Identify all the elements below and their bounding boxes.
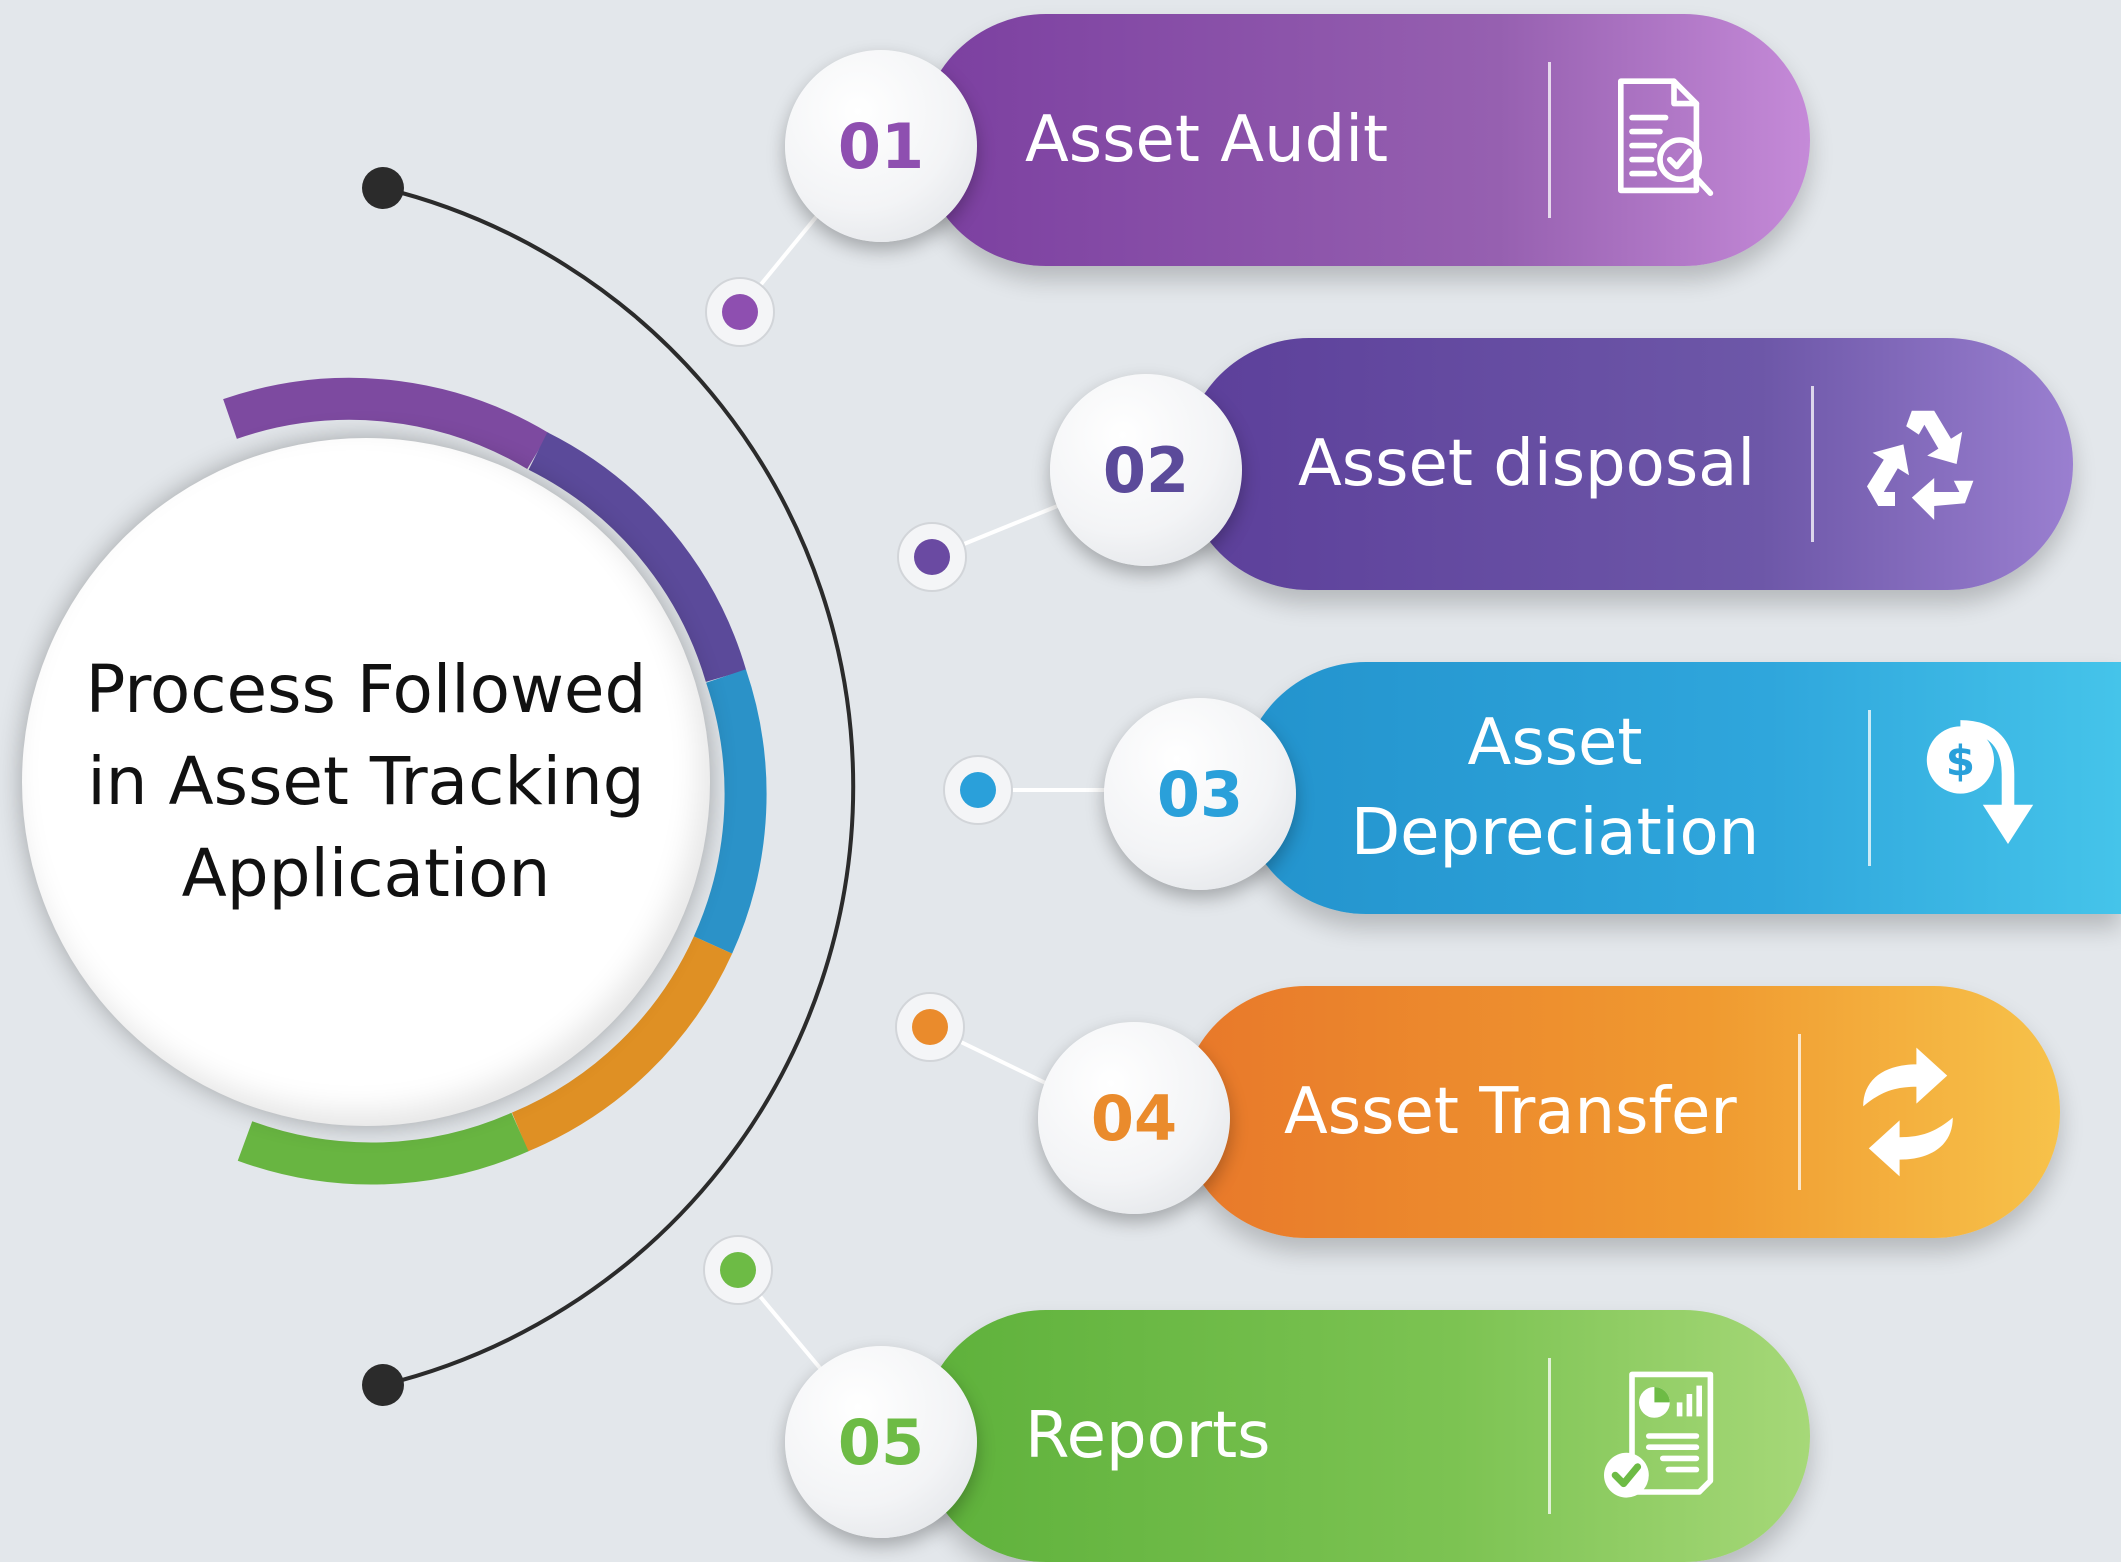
recycle-icon — [1867, 410, 1974, 520]
center-title-line-1: Process Followed — [85, 651, 647, 728]
arc-end-dot-top — [362, 167, 404, 209]
step-04-number: 04 — [1038, 1022, 1230, 1214]
step-03-label: Asset Depreciation — [1351, 662, 1759, 914]
step-03-pill: Asset Depreciation $ — [1240, 662, 2121, 914]
arc-nodes — [703, 277, 1013, 1305]
step-05-number: 05 — [785, 1346, 977, 1538]
step-02-divider — [1811, 386, 1814, 542]
step-02-pill: Asset disposal — [1183, 338, 2073, 590]
center-title-line-3: Application — [181, 835, 551, 912]
svg-text:$: $ — [1946, 736, 1975, 785]
step-04-label: Asset Transfer — [1284, 1075, 1737, 1149]
step-03-divider — [1868, 710, 1871, 866]
arc-node-02-dot — [914, 539, 950, 575]
audit-document-icon — [1618, 78, 1714, 196]
ring-segment-blue — [693, 669, 767, 954]
arc-node-05-dot — [720, 1252, 756, 1288]
step-05-pill: Reports — [920, 1310, 1810, 1562]
step-01-label: Asset Audit — [1025, 103, 1389, 177]
ring-segment-violet — [528, 432, 747, 683]
center-title-line-2: in Asset Tracking — [87, 743, 645, 820]
step-01-pill: Asset Audit — [920, 14, 1810, 266]
step-02-label: Asset disposal — [1298, 427, 1756, 501]
step-04-divider — [1798, 1034, 1801, 1190]
step-05-divider — [1548, 1358, 1551, 1514]
timeline-arc — [382, 186, 856, 1387]
ring-segment-purple — [223, 377, 549, 470]
step-03-label-line-2: Depreciation — [1350, 796, 1760, 870]
step-03-number: 03 — [1104, 698, 1296, 890]
ring-segments — [223, 377, 767, 1185]
ring-segment-orange — [511, 936, 733, 1152]
center-circle: Process Followed in Asset Tracking Appli… — [22, 438, 710, 1126]
step-02-number: 02 — [1050, 374, 1242, 566]
ring-segment-green — [237, 1112, 529, 1185]
step-01-number: 01 — [785, 50, 977, 242]
transfer-arrows-icon — [1863, 1047, 1953, 1177]
arc-end-dot-bottom — [362, 1364, 404, 1406]
spokes — [736, 198, 1110, 1382]
arc-node-01-dot — [722, 294, 758, 330]
arc-node-04-dot — [912, 1009, 948, 1045]
step-01-divider — [1548, 62, 1551, 218]
step-03-label-line-1: Asset — [1467, 706, 1643, 780]
step-05-label: Reports — [1025, 1399, 1271, 1473]
center-title: Process Followed in Asset Tracking Appli… — [66, 644, 666, 920]
arc-node-03-dot — [960, 772, 996, 808]
report-document-icon — [1604, 1371, 1714, 1498]
step-04-pill: Asset Transfer — [1180, 986, 2060, 1238]
dollar-down-arrow-icon: $ — [1926, 720, 2034, 844]
